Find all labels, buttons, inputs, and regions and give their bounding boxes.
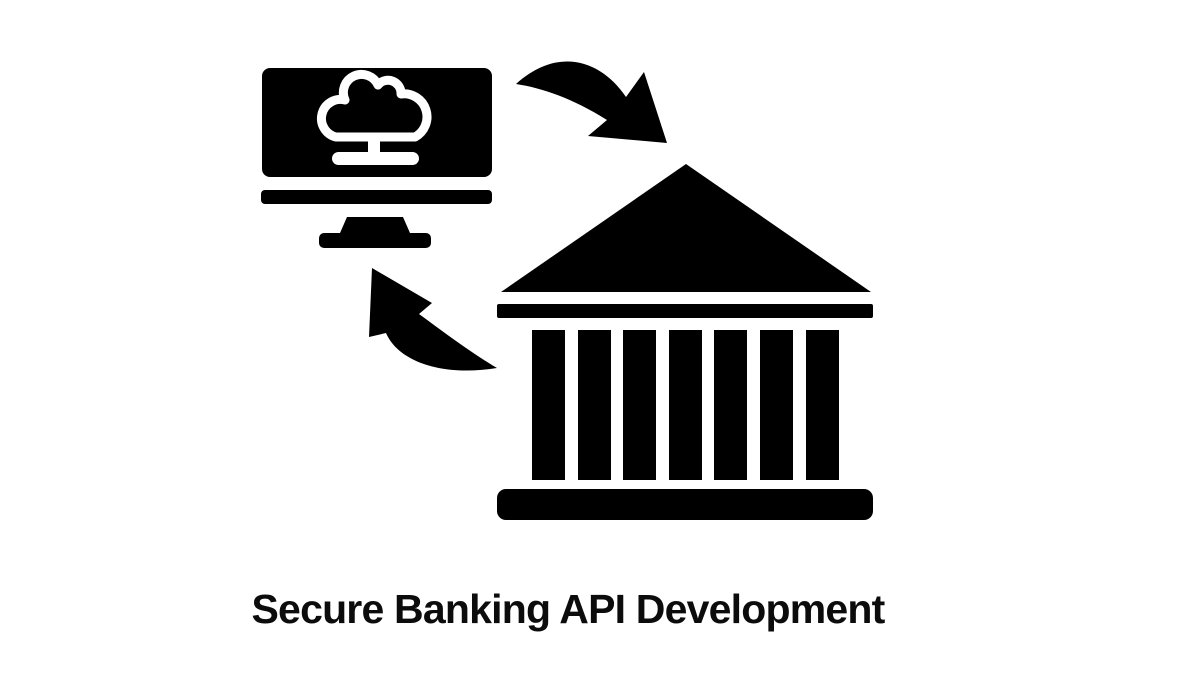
bank-column xyxy=(760,330,793,480)
bank-column xyxy=(532,330,565,480)
bank-column xyxy=(714,330,747,480)
curved-arrow-to-bank-icon xyxy=(516,61,667,143)
page-title: Secure Banking API Development xyxy=(251,586,886,632)
bank-architrave xyxy=(497,304,873,318)
cloud-computer-icon xyxy=(261,68,492,248)
monitor-base xyxy=(319,233,431,248)
cloud-stem xyxy=(368,133,380,156)
bank-roof xyxy=(501,164,871,292)
bank-base xyxy=(497,489,873,520)
monitor-bezel xyxy=(261,190,492,204)
bank-column xyxy=(623,330,656,480)
cloud-icon xyxy=(316,69,432,142)
bank-column xyxy=(578,330,611,480)
bank-columns xyxy=(532,330,839,480)
bank-building-icon xyxy=(497,164,873,520)
cloud-base-line xyxy=(332,152,419,165)
monitor-stand xyxy=(340,217,410,233)
bank-column xyxy=(669,330,702,480)
curved-arrow-to-computer-icon xyxy=(369,268,497,371)
arrow-shape xyxy=(516,61,667,143)
arrow-shape xyxy=(369,268,497,371)
bank-column xyxy=(806,330,839,480)
